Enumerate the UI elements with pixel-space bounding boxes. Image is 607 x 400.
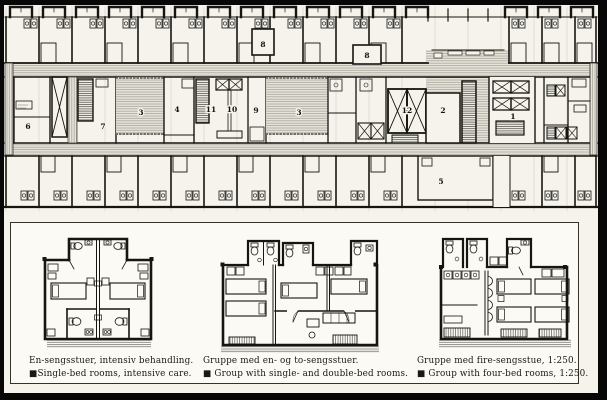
caption-english: ■ Group with four-bed rooms, 1:250. [417, 368, 589, 379]
elevator-shaft [51, 76, 68, 138]
room-number-label: 5 [438, 177, 443, 186]
room-number-label: 3 [296, 108, 301, 117]
sink [102, 328, 112, 336]
bed [225, 300, 267, 317]
toilet [469, 240, 478, 246]
bed [280, 282, 318, 299]
toilet [353, 242, 362, 248]
basin [487, 276, 493, 286]
main-floor-plan: 8 8 6 7 3 4 11 10 9 3 12 2 1 5 [4, 5, 598, 212]
sink [84, 328, 94, 336]
sink [84, 239, 93, 246]
bed [496, 278, 532, 295]
elevator-lobby-east [488, 76, 536, 144]
detail-plan-single-rooms [42, 237, 154, 348]
detail-plan-single-double [220, 239, 379, 353]
toilet [122, 317, 128, 326]
balcony-row [8, 5, 595, 19]
plan-paper: 8 8 6 7 3 4 11 10 9 3 12 2 1 5 [4, 5, 598, 393]
sink [302, 244, 310, 254]
room-number-label: 8 [260, 40, 265, 49]
toilet [68, 317, 74, 326]
room-number-label: 12 [402, 106, 412, 115]
bed [534, 306, 570, 323]
room-number-labels: 8 8 6 7 3 4 11 10 9 3 12 2 1 5 [24, 39, 517, 188]
south-room-walls [5, 155, 597, 208]
bed [225, 278, 267, 295]
stair-west [77, 78, 94, 122]
room-number-label: 4 [174, 105, 179, 114]
caption-danish: Gruppe med fire-sengsstue, 1:250. [417, 356, 577, 366]
toilet [508, 246, 513, 255]
basin [487, 288, 493, 298]
sink [103, 239, 112, 246]
caption-single-double: Gruppe med en- og to-sengsstuer. ■ Group… [203, 355, 408, 381]
caption-english: ■ Group with single- and double-bed room… [203, 368, 409, 379]
room-number-label: 6 [25, 122, 30, 131]
room-number-label: 9 [253, 106, 258, 115]
bed [534, 278, 570, 295]
room-number-label: 7 [100, 122, 105, 131]
sink [520, 239, 530, 246]
bed [109, 282, 146, 300]
room-2 [425, 92, 461, 144]
caption-single-rooms: En-sengsstuer, intensiv behandling. ■Sin… [29, 355, 193, 381]
caption-danish: Gruppe med en- og to-sengsstuer. [203, 356, 359, 366]
basin [487, 300, 493, 310]
south-ensuite-rooms [40, 155, 559, 173]
bed [50, 282, 87, 300]
toilet [266, 242, 275, 248]
radiator [538, 328, 562, 338]
detail-plans [42, 237, 571, 353]
service-room-3e [266, 77, 328, 135]
stair-central [461, 80, 477, 144]
core-right [543, 76, 591, 144]
toilet [445, 240, 454, 246]
north-fixtures [23, 18, 592, 29]
detail-plan-four-bed [439, 237, 571, 348]
room-8a [251, 28, 275, 56]
radiator [228, 336, 256, 345]
stair-mid [195, 78, 210, 124]
room-8b [352, 44, 382, 65]
entrance [493, 156, 510, 207]
sink [365, 244, 374, 252]
toilet [70, 242, 76, 250]
toilet [250, 242, 259, 248]
toilet [120, 242, 126, 250]
room-number-label: 2 [440, 106, 445, 115]
room-number-label: 8 [364, 51, 369, 60]
caption-four-bed: Gruppe med fire-sengsstue, 1:250. ■ Grou… [417, 355, 588, 381]
bed [330, 278, 368, 295]
core-left [13, 76, 117, 144]
room-number-label: 10 [227, 105, 237, 114]
east-end-wall [589, 62, 598, 156]
basin [487, 312, 493, 322]
west-end-wall [4, 62, 14, 156]
toilet [285, 244, 294, 250]
table [306, 318, 320, 328]
core-mid-west [163, 76, 243, 144]
room-5 [417, 155, 494, 201]
room-number-label: 3 [138, 108, 143, 117]
detail-panel: En-sengsstuer, intensiv behandling. ■Sin… [10, 222, 588, 384]
service-room-3w [116, 77, 164, 135]
caption-danish: En-sengsstuer, intensiv behandling. [29, 356, 194, 366]
room-number-label: 11 [206, 105, 216, 114]
bed [496, 306, 532, 323]
radiator [500, 328, 528, 338]
caption-english: ■Single-bed rooms, intensive care. [29, 368, 192, 379]
elevator-bank-central [387, 88, 427, 144]
room-number-label: 1 [510, 112, 515, 121]
core-mid-east [327, 76, 387, 144]
